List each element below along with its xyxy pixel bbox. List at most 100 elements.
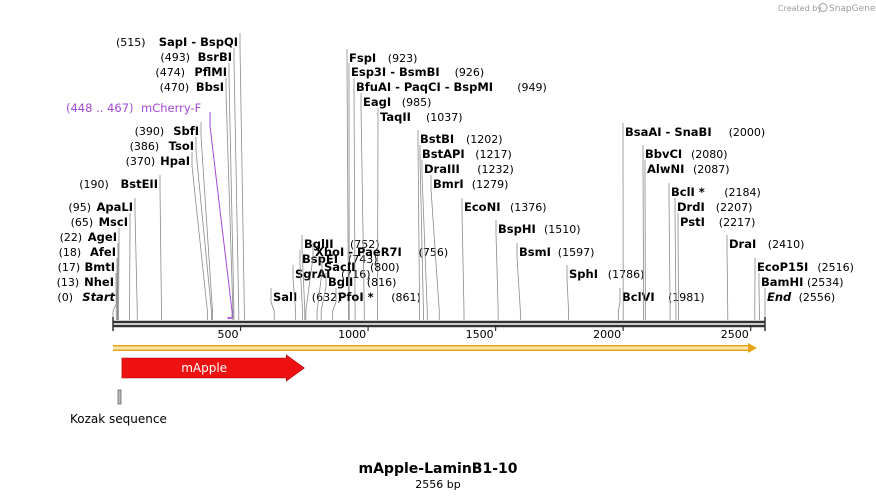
site-position: (949): [517, 81, 547, 94]
site-bsrbi: BsrBI(493): [160, 48, 240, 320]
site-drai: DraI(2410): [726, 235, 805, 320]
site-position: (1232): [477, 163, 514, 176]
site-hpai: HpaI(370): [126, 152, 208, 320]
site-position: (632): [312, 291, 342, 304]
site-connector: [316, 258, 323, 320]
site-connector: [419, 145, 424, 320]
site-tsoi: TsoI (386): [130, 137, 212, 320]
site-name: BmtI: [84, 260, 115, 274]
site-position: (985): [402, 96, 432, 109]
site-bcli: BclI *(2184): [668, 183, 761, 320]
site-position: (370): [126, 155, 156, 168]
site-position: (190): [79, 178, 109, 191]
site-position: (800): [370, 261, 400, 274]
site-connector: [233, 48, 240, 320]
site-connector: [305, 243, 314, 320]
site-position: (2207): [716, 201, 753, 214]
site-bbsi: BbsI (470): [160, 78, 234, 320]
primer-range: (448 .. 467): [66, 101, 134, 115]
primer-annotation: (448 .. 467)mCherry-F: [66, 101, 233, 319]
site-name: BsaAI - SnaBI: [625, 125, 712, 139]
site-connector: [159, 175, 162, 320]
site-position: (926): [455, 66, 485, 79]
site-xhoi-paer7i: XhoI - PaeR7I(756): [305, 243, 449, 320]
site-name: PstI: [680, 215, 705, 229]
site-connector: [320, 273, 327, 320]
site-position: (493): [160, 51, 190, 64]
site-connector: [225, 78, 234, 320]
site-connector: [417, 130, 421, 320]
site-nhei: NheI(13): [57, 273, 117, 320]
site-position: (0): [57, 291, 73, 304]
site-bsphi: BspHI (1510): [495, 220, 581, 320]
site-position: (861): [391, 291, 421, 304]
site-psti: PstI (2217): [677, 213, 756, 320]
site-position: (1202): [466, 133, 503, 146]
site-bsteii: BstEII(190): [79, 175, 162, 320]
site-bamhi: BamHI(2534): [758, 273, 844, 320]
site-name: EagI: [363, 95, 391, 109]
site-connector: [134, 198, 138, 320]
site-position: (1510): [544, 223, 581, 236]
site-connector: [461, 198, 465, 320]
features: mApple: [121, 354, 305, 382]
map-title: mApple-LaminB1-10: [359, 461, 518, 477]
site-position: (1786): [608, 268, 645, 281]
feature-label: mApple: [181, 361, 227, 375]
credit-prefix: Created by: [778, 4, 822, 13]
site-position: (2217): [719, 216, 756, 229]
site-position: (2534): [807, 276, 844, 289]
site-connector: [642, 145, 644, 320]
site-name: TsoI: [169, 139, 194, 153]
site-name: Esp3I - BsmBI: [351, 65, 440, 79]
site-name: EcoP15I: [757, 260, 808, 274]
site-connector: [332, 288, 337, 320]
site-connector: [299, 250, 303, 320]
site-position: (1376): [510, 201, 547, 214]
site-name: PfoI *: [338, 290, 374, 304]
site-connector: [677, 213, 679, 320]
site-name: BstAPI: [422, 147, 465, 161]
feature-mapple: mApple: [121, 354, 305, 382]
site-bclvi: BclVI(1981): [617, 288, 705, 320]
site-name: BbvCI: [645, 147, 682, 161]
site-connector: [195, 137, 212, 320]
site-connector: [430, 175, 440, 320]
site-draiii: DraIII (1232): [421, 160, 514, 320]
site-connector: [346, 49, 349, 320]
site-position: (95): [68, 201, 91, 214]
site-position: (386): [130, 140, 160, 153]
site-name: BclVI: [622, 290, 655, 304]
site-position: (1279): [472, 178, 509, 191]
site-taqii: TaqII(1037): [377, 108, 463, 320]
site-position: (923): [388, 52, 418, 65]
site-name: BspEI: [302, 252, 338, 266]
site-name: BmrI: [433, 177, 464, 191]
site-msci: MscI(65): [71, 213, 131, 320]
site-end: End(2556): [764, 288, 835, 320]
site-agei: AgeI(22): [60, 228, 120, 320]
site-position: (2410): [768, 238, 805, 251]
site-name: ApaLI: [97, 200, 134, 214]
site-position: (22): [60, 231, 83, 244]
site-bstapi: BstAPI(1217): [419, 145, 512, 320]
site-name: BbsI: [196, 80, 224, 94]
axis-tick-label: 1000: [338, 328, 366, 341]
sequence-backbone: [112, 317, 766, 331]
site-name: DraIII: [424, 162, 460, 176]
site-position: (470): [160, 81, 190, 94]
site-fspi: FspI(923): [346, 49, 418, 320]
site-sphi: SphI(1786): [566, 265, 645, 320]
site-connector: [566, 265, 569, 320]
site-position: (17): [58, 261, 81, 274]
site-sapi-bspqi: SapI - BspQI(515): [116, 33, 245, 320]
site-connector: [228, 63, 235, 320]
site-name: BspHI: [498, 222, 536, 236]
site-name: BstBI: [420, 132, 454, 146]
site-position: (18): [59, 246, 82, 259]
site-connector: [191, 152, 208, 320]
site-bsmi: BsmI(1597): [516, 243, 594, 320]
site-connector: [353, 78, 356, 320]
site-position: (756): [419, 246, 449, 259]
